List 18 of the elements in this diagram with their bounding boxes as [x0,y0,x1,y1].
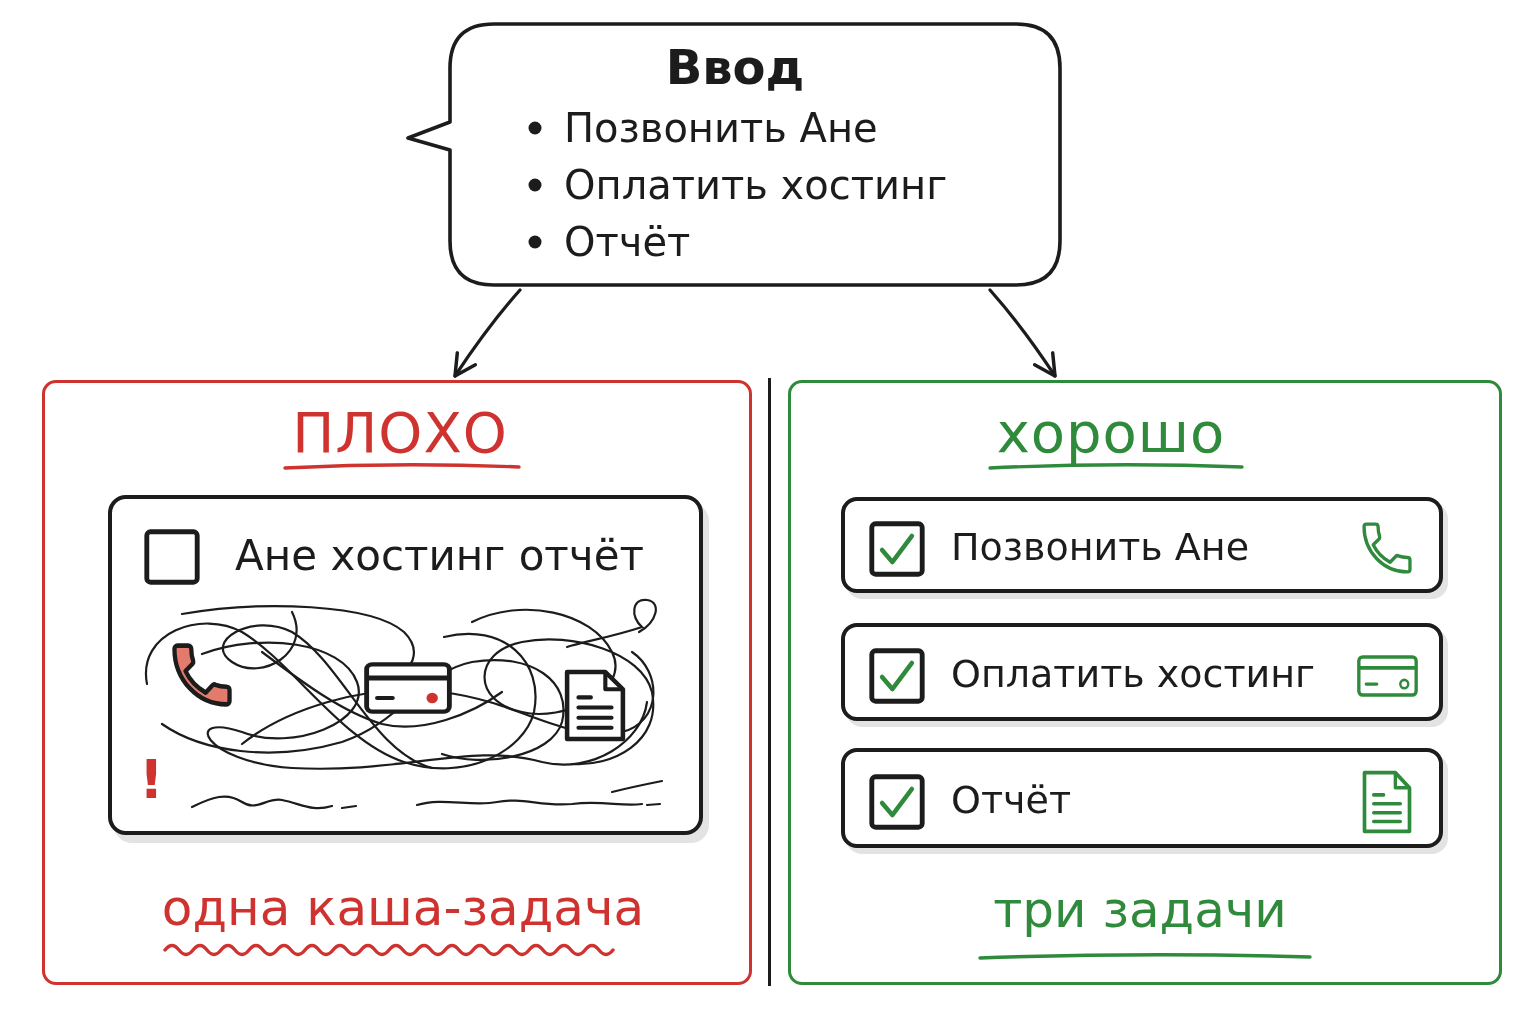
panel-caption: одна каша-задача [161,880,645,938]
arrow [988,288,1057,378]
list-item: Позвонить Ане [564,105,878,151]
list-item: Отчёт [564,219,691,265]
panel [788,380,1502,985]
list-item: Оплатить хостинг [564,162,948,208]
speech-bubble [405,22,1062,287]
task-text: Позвонить Ане [951,526,1250,570]
panel-heading: ПЛОХО [292,400,508,466]
panel-caption: три задачи [993,882,1287,940]
panel [42,380,752,985]
task-text: Отчёт [951,779,1071,823]
arrow [453,288,522,378]
task-text: Ане хостинг отчёт [235,531,644,581]
exclamation-mark: ! [139,748,164,812]
bubble-title: Ввод [665,40,805,96]
panel-heading: хорошо [996,400,1226,466]
task-text: Оплатить хостинг [951,653,1316,697]
